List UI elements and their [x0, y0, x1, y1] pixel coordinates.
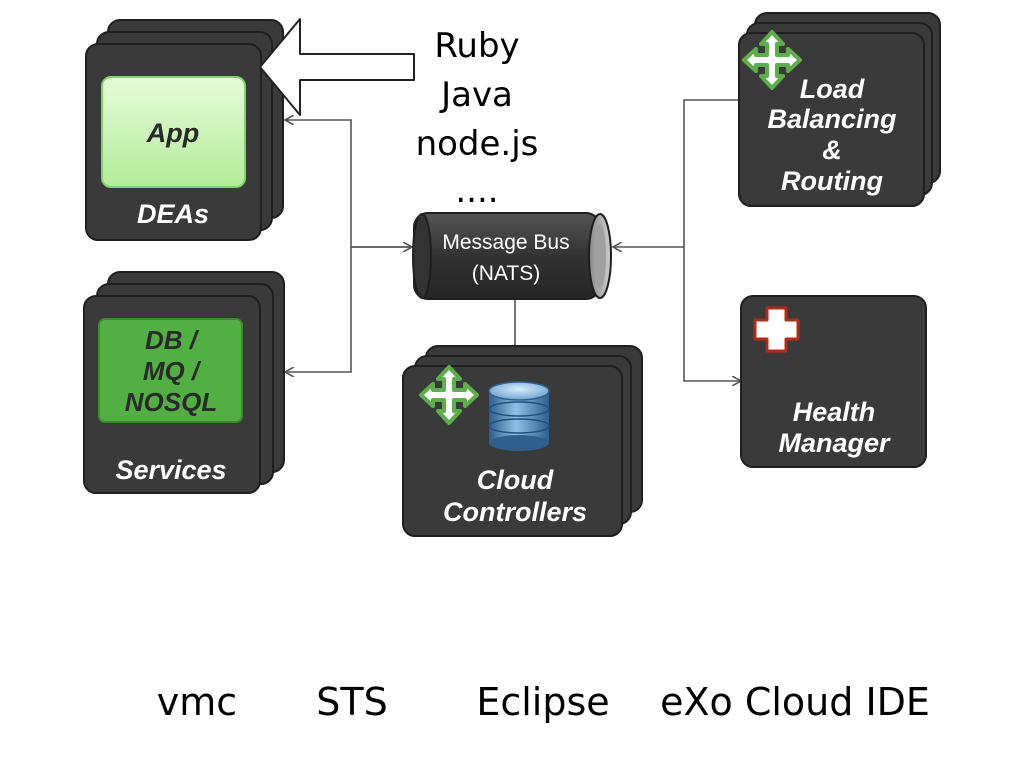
services-stack[interactable]: DB / MQ / NOSQL Services	[83, 271, 285, 494]
load-balancing-line-1: Load	[800, 74, 865, 104]
load-balancing-line-4: Routing	[781, 166, 883, 196]
app-box[interactable]	[101, 76, 246, 188]
language-ruby: Ruby	[434, 26, 519, 66]
plus-cross-icon	[753, 306, 800, 353]
language-nodejs: node.js	[416, 124, 539, 164]
deas-label: DEAs	[137, 199, 209, 229]
db-mq-nosql-box[interactable]	[98, 318, 243, 423]
health-manager-line-1: Health	[793, 397, 876, 427]
language-ellipsis: ....	[455, 171, 498, 211]
message-bus[interactable]: Message Bus (NATS)	[412, 212, 612, 300]
connector-router-to-bus	[614, 99, 740, 247]
connectors	[286, 99, 740, 381]
health-manager-line-2: Manager	[778, 428, 891, 458]
tool-vmc: vmc	[157, 680, 237, 724]
connector-bus-to-deas	[286, 120, 413, 248]
languages-arrow	[259, 18, 415, 116]
services-label: Services	[115, 455, 226, 485]
database-icon	[488, 381, 550, 451]
load-balancing-line-3: &	[822, 135, 842, 165]
cloud-controllers-stack[interactable]: Cloud Controllers	[402, 345, 643, 537]
tool-eclipse: Eclipse	[476, 680, 609, 724]
language-java: Java	[439, 75, 513, 115]
message-bus-line-2: (NATS)	[472, 262, 540, 285]
cloud-controllers-line-1: Cloud	[477, 465, 554, 495]
load-balancing-stack[interactable]: Load Balancing & Routing	[738, 12, 941, 207]
connector-bus-to-health	[683, 247, 740, 381]
load-balancing-line-2: Balancing	[767, 104, 897, 134]
app-label: App	[146, 118, 199, 148]
languages-list: Ruby Java node.js ....	[416, 26, 539, 211]
tool-exo-cloud-ide: eXo Cloud IDE	[660, 680, 930, 724]
connector-bus-to-services	[286, 247, 352, 372]
deas-stack[interactable]: App DEAs	[85, 19, 284, 241]
services-inner-line-1: DB /	[145, 325, 200, 355]
message-bus-line-1: Message Bus	[442, 231, 569, 254]
health-manager-box[interactable]: Health Manager	[740, 295, 927, 468]
tools-row: vmc STS Eclipse eXo Cloud IDE	[157, 680, 930, 724]
services-inner-line-3: NOSQL	[125, 387, 217, 417]
services-inner-line-2: MQ /	[143, 356, 202, 386]
cloud-controllers-line-2: Controllers	[443, 497, 587, 527]
tool-sts: STS	[316, 680, 387, 724]
